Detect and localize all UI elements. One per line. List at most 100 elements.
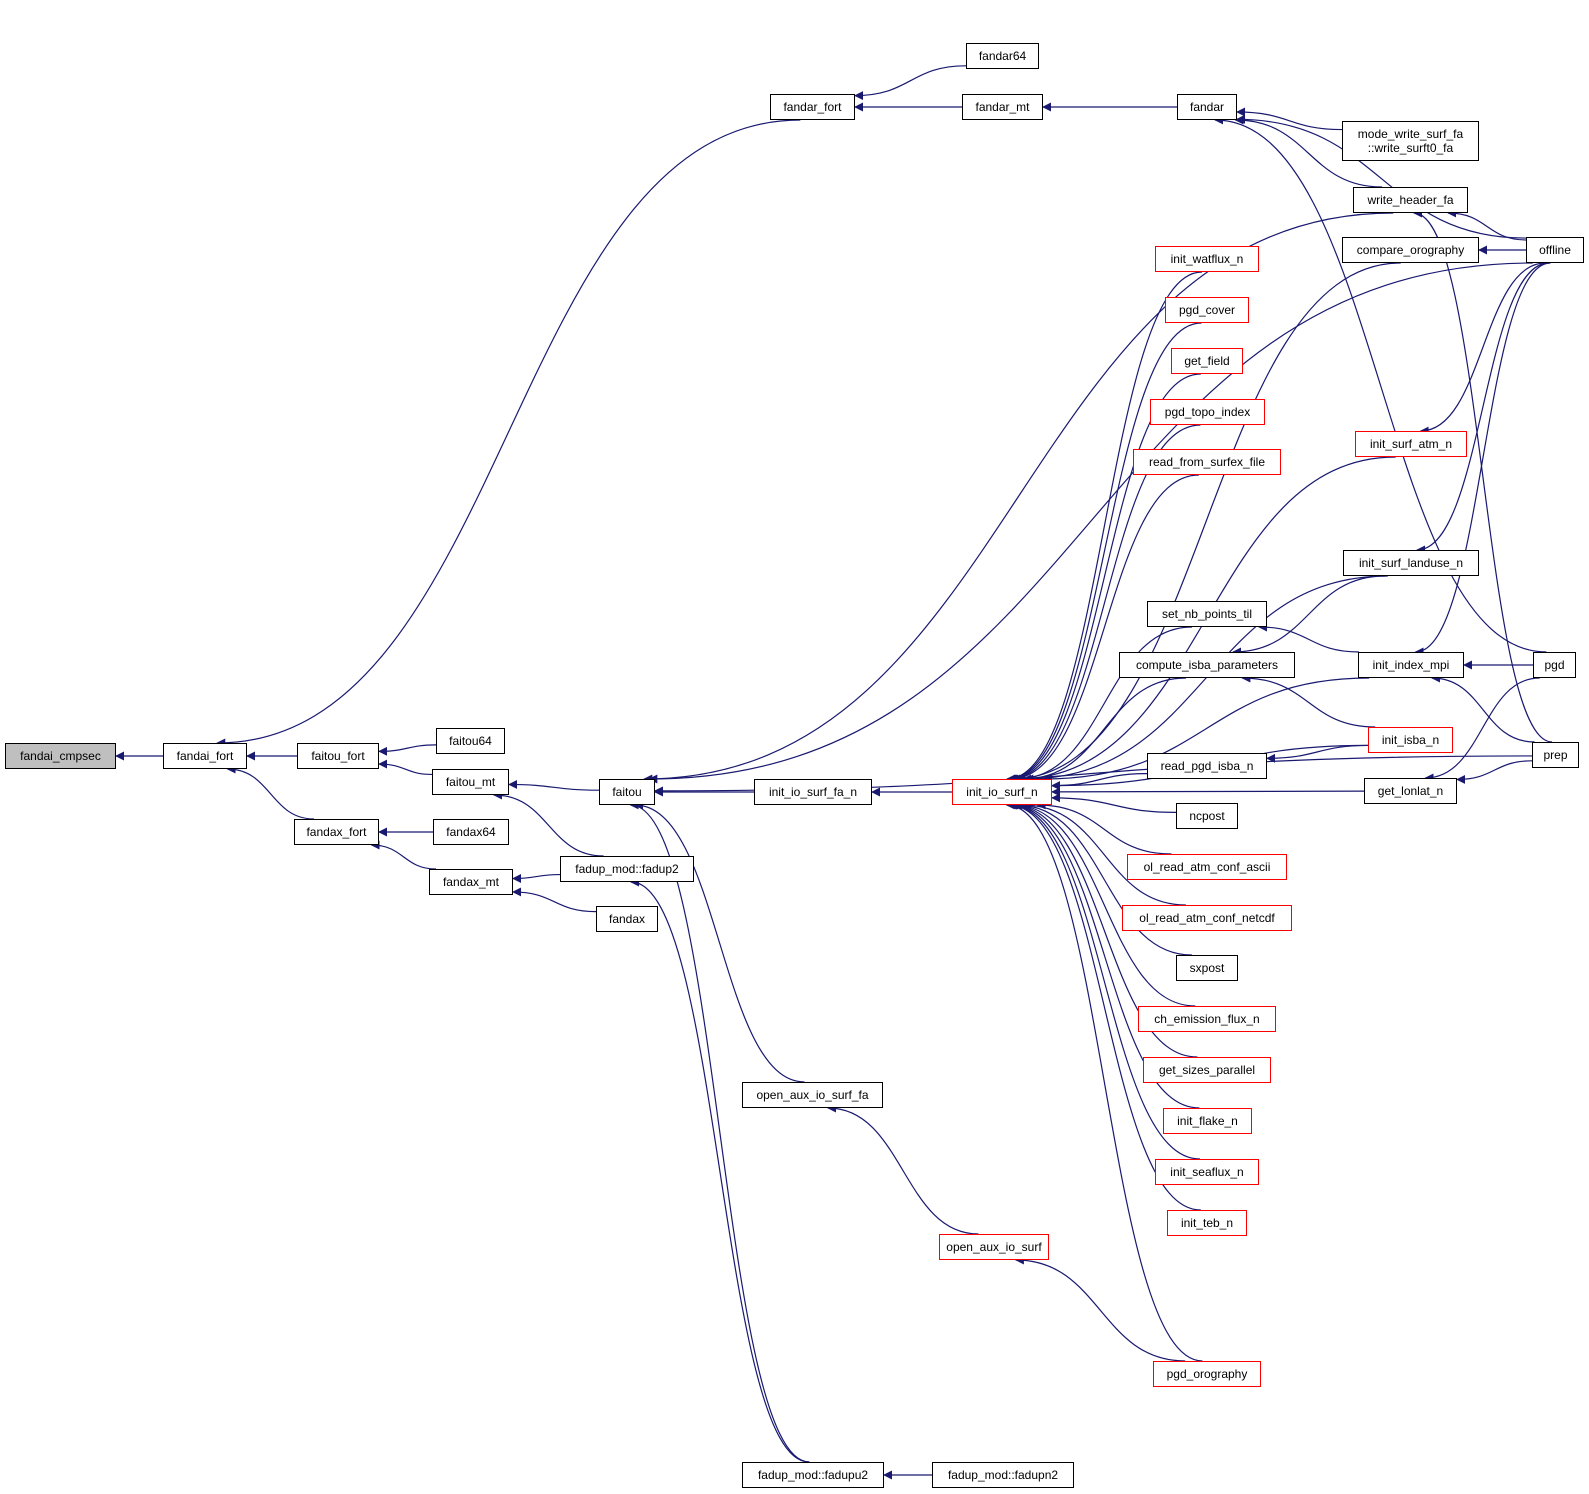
node-label: set_nb_points_til [1161,607,1253,621]
node-init_io_surf_n[interactable]: init_io_surf_n [952,779,1052,805]
node-sxpost[interactable]: sxpost [1176,955,1238,981]
edge-write_header_fa-to-faitou [643,212,1394,784]
node-fadupn2[interactable]: fadup_mod::fadupn2 [932,1462,1074,1488]
edge-compute_isba_parameters-to-init_io_surf_n [1022,677,1187,784]
node-fandax[interactable]: fandax [596,906,658,932]
node-init_teb_n[interactable]: init_teb_n [1167,1210,1247,1236]
edge-write_surft0_fa-to-fandar [1236,107,1343,131]
edge-init_isba_n-to-compute_isba_parameters [1241,673,1376,728]
node-pgd_orography[interactable]: pgd_orography [1153,1361,1261,1387]
node-label: fandax_fort [306,825,367,839]
node-fandar_fort[interactable]: fandar_fort [770,94,855,120]
node-compare_orography[interactable]: compare_orography [1342,237,1479,263]
edge-fandar_fort-to-fandai_fort [216,119,801,748]
node-label: init_isba_n [1381,733,1440,747]
node-fadupu2[interactable]: fadup_mod::fadupu2 [742,1462,884,1488]
node-get_sizes_parallel[interactable]: get_sizes_parallel [1143,1057,1271,1083]
node-label: init_index_mpi [1372,658,1450,672]
node-fandai_cmpsec[interactable]: fandai_cmpsec [5,743,116,769]
node-label: fandax64 [446,825,496,839]
node-open_aux_io_surf_fa[interactable]: open_aux_io_surf_fa [742,1082,883,1108]
edge-get_lonlat_n-to-init_io_surf_n [1051,787,1365,797]
node-get_lonlat_n[interactable]: get_lonlat_n [1364,778,1457,804]
edge-write_header_fa-to-fandar [1234,115,1383,188]
node-read_from_surfex_file[interactable]: read_from_surfex_file [1133,449,1281,475]
node-label: faitou64 [449,734,492,748]
node-fandax64[interactable]: fandax64 [433,819,509,845]
node-label: get_lonlat_n [1377,784,1444,798]
edge-ch_emission_flux_n-to-init_io_surf_n [1012,800,1196,1007]
node-label: pgd_cover [1178,303,1236,317]
edge-fadup2-to-fandax_mt [512,873,561,883]
node-init_watflux_n[interactable]: init_watflux_n [1155,246,1259,272]
edge-fandar64-to-fandar_fort [854,65,967,101]
node-compute_isba_parameters[interactable]: compute_isba_parameters [1119,652,1295,678]
node-label: init_watflux_n [1170,252,1244,266]
node-pgd_topo_index[interactable]: pgd_topo_index [1150,399,1265,425]
node-init_isba_n[interactable]: init_isba_n [1368,727,1453,753]
node-write_surft0_fa[interactable]: mode_write_surf_fa ::write_surft0_fa [1342,121,1479,161]
node-fandai_fort[interactable]: fandai_fort [163,743,247,769]
edge-offline-to-fandar [1236,114,1527,239]
edge-read_from_surfex_file-to-init_io_surf_n [1009,474,1199,784]
node-init_index_mpi[interactable]: init_index_mpi [1358,652,1464,678]
node-ol_read_atm_conf_netcdf[interactable]: ol_read_atm_conf_netcdf [1122,905,1292,931]
node-label: ch_emission_flux_n [1154,1012,1260,1026]
node-label: init_surf_atm_n [1369,437,1453,451]
node-ncpost[interactable]: ncpost [1176,803,1238,829]
edge-pgd-to-get_lonlat_n [1424,677,1540,783]
node-ol_read_atm_conf_ascii[interactable]: ol_read_atm_conf_ascii [1127,854,1287,880]
node-fandax_mt[interactable]: fandax_mt [429,869,513,895]
node-label: init_flake_n [1177,1114,1238,1128]
node-label: ol_read_atm_conf_netcdf [1139,911,1275,925]
node-init_io_surf_fa_n[interactable]: init_io_surf_fa_n [754,779,872,805]
edge-ol_read_atm_conf_netcdf-to-init_io_surf_n [1022,800,1186,906]
edge-open_aux_io_surf_fa-to-faitou [634,800,805,1083]
node-label: compare_orography [1356,243,1465,257]
node-label: init_seaflux_n [1170,1165,1244,1179]
node-fandar_mt[interactable]: fandar_mt [962,94,1043,120]
node-init_seaflux_n[interactable]: init_seaflux_n [1155,1159,1259,1185]
node-fandar[interactable]: fandar [1177,94,1237,120]
node-init_surf_landuse_n[interactable]: init_surf_landuse_n [1343,550,1479,576]
edge-prep-to-init_index_mpi [1430,673,1535,743]
edge-fandax-to-fandax_mt [512,887,597,913]
node-faitou_fort[interactable]: faitou_fort [297,743,379,769]
node-read_pgd_isba_n[interactable]: read_pgd_isba_n [1147,753,1267,779]
node-init_surf_atm_n[interactable]: init_surf_atm_n [1355,431,1467,457]
node-pgd[interactable]: pgd [1533,652,1576,678]
node-init_flake_n[interactable]: init_flake_n [1163,1108,1252,1134]
node-label: fadup_mod::fadupn2 [947,1468,1059,1482]
node-fandax_fort[interactable]: fandax_fort [294,819,379,845]
edge-get_field-to-init_io_surf_n [1007,373,1201,784]
edge-fandax_fort-to-fandai_fort [226,764,315,820]
edge-offline-to-faitou [648,262,1533,784]
node-label: mode_write_surf_fa ::write_surft0_fa [1357,127,1464,155]
node-open_aux_io_surf[interactable]: open_aux_io_surf [939,1234,1049,1260]
edge-pgd-to-fandar [1214,115,1547,653]
node-offline[interactable]: offline [1526,237,1584,263]
node-label: ol_read_atm_conf_ascii [1143,860,1271,874]
node-label: fandax_mt [442,875,500,889]
node-faitou_mt[interactable]: faitou_mt [432,769,509,795]
node-get_field[interactable]: get_field [1171,348,1243,374]
node-label: fadup_mod::fadup2 [575,862,679,876]
node-label: get_field [1184,354,1230,368]
node-prep[interactable]: prep [1532,742,1579,768]
node-set_nb_points_til[interactable]: set_nb_points_til [1147,601,1267,627]
edge-offline-to-init_surf_atm_n [1419,262,1546,436]
edge-ol_read_atm_conf_ascii-to-init_io_surf_n [1036,800,1172,855]
node-label: faitou_fort [311,749,365,763]
node-label: write_header_fa [1367,193,1454,207]
node-ch_emission_flux_n[interactable]: ch_emission_flux_n [1138,1006,1276,1032]
node-write_header_fa[interactable]: write_header_fa [1353,187,1468,213]
node-fandar64[interactable]: fandar64 [966,43,1039,69]
node-label: open_aux_io_surf_fa [756,1088,869,1102]
edge-set_nb_points_til-to-init_io_surf_n [1016,626,1193,784]
node-pgd_cover[interactable]: pgd_cover [1165,297,1249,323]
edge-pgd_cover-to-init_io_surf_n [1006,322,1202,784]
node-fadup2[interactable]: fadup_mod::fadup2 [560,856,694,882]
node-faitou64[interactable]: faitou64 [436,728,505,754]
node-faitou[interactable]: faitou [599,779,655,805]
edge-fandax_mt-to-fandax_fort [370,840,437,870]
